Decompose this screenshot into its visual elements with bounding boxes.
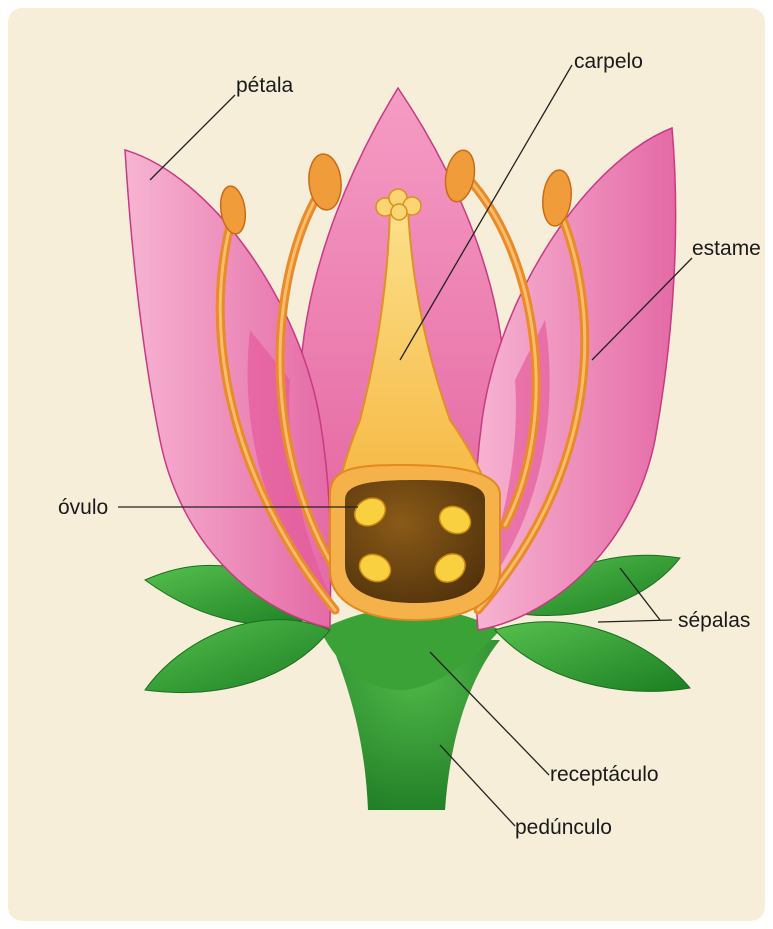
- label-carpelo: carpelo: [574, 50, 643, 73]
- label-sepalas: sépalas: [678, 609, 750, 632]
- label-receptaculo: receptáculo: [550, 763, 659, 786]
- flower-illustration: pétala carpelo estame óvulo sépalas rece…: [8, 8, 765, 921]
- label-ovulo: óvulo: [58, 496, 108, 519]
- label-pedunculo: pedúnculo: [515, 816, 612, 839]
- label-petala: pétala: [236, 74, 294, 97]
- diagram-panel: pétala carpelo estame óvulo sépalas rece…: [8, 8, 765, 921]
- label-estame: estame: [692, 237, 761, 260]
- ovary: [345, 480, 485, 603]
